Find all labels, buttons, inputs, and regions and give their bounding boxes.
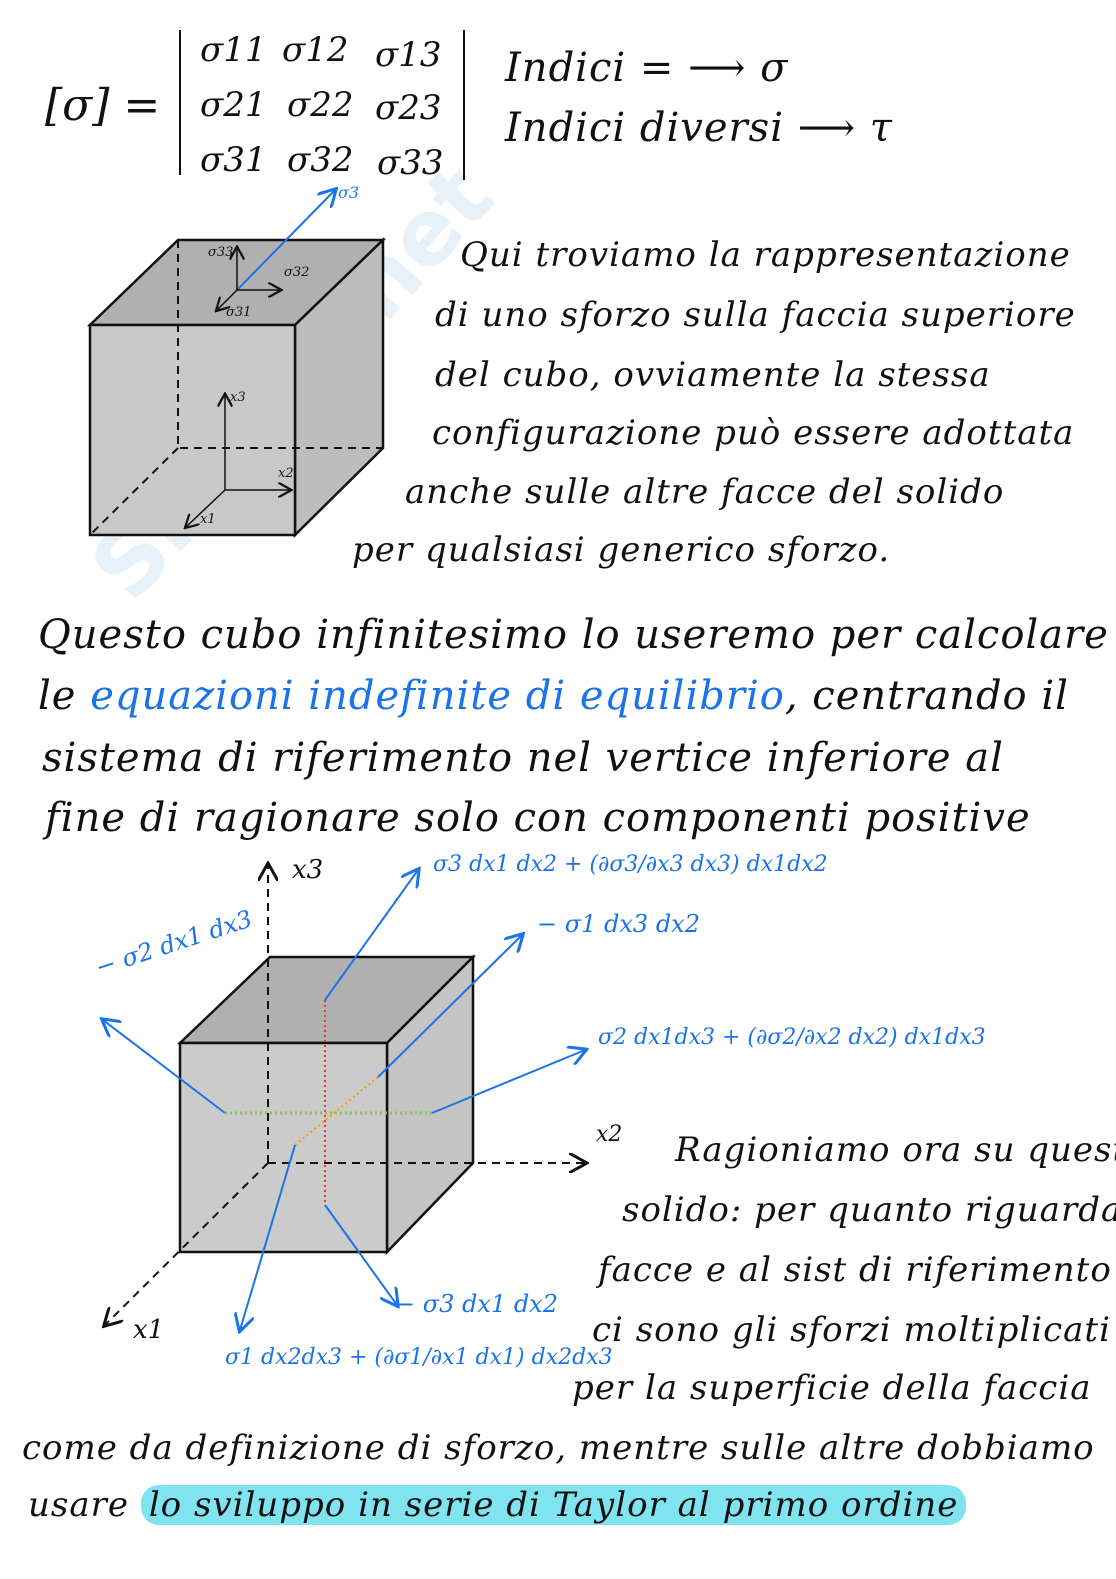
text-line: Ragioniamo ora su questo [675,1130,1116,1170]
sigma31-label: σ31 [226,305,252,320]
matrix-entry: σ32 [287,140,354,180]
sigma3-label: σ3 [338,183,360,202]
matrix-entry: σ31 [200,140,267,180]
text-line: per la superficie della faccia [572,1368,1092,1408]
force-back-label: − σ1 dx3 dx2 [537,910,700,938]
sigma32-label: σ32 [284,265,310,280]
force-right-label: σ2 dx1dx3 + (∂σ2/∂x2 dx2) dx1dx3 [598,1025,986,1050]
x2-label: x2 [278,466,294,481]
text-line: facce e al sist di riferimento [598,1250,1112,1290]
text-line: Qui troviamo la rappresentazione [460,235,1071,275]
x3-label: x3 [292,855,324,885]
matrix-entry: σ21 [200,85,267,125]
text-line: le equazioni indefinite di equilibrio, c… [38,673,1069,719]
matrix-entry: σ33 [377,143,444,183]
x1-label: x1 [200,512,216,527]
matrix-entry: σ13 [375,35,442,75]
text-line: anche sulle altre facce del solido [405,472,1005,512]
text-line: sistema di riferimento nel vertice infer… [42,735,1004,781]
text-line: ci sono gli sforzi moltiplicati [592,1310,1111,1350]
x1-label: x1 [133,1315,165,1345]
cube-2 [103,865,585,1330]
text: usare [28,1485,141,1525]
matrix-lhs: [σ] = [45,80,161,131]
force-top-label: σ3 dx1 dx2 + (∂σ3/∂x3 dx3) dx1dx2 [433,852,828,877]
text-line: per qualsiasi generico sforzo. [352,530,891,570]
text: , centrando il [784,673,1069,719]
x3-label: x3 [230,390,246,405]
force-bottom-label: − σ3 dx1 dx2 [395,1290,558,1318]
text-line: Questo cubo infinitesimo lo useremo per … [38,612,1109,658]
text-line: come da definizione di sforzo, mentre su… [22,1428,1095,1468]
text-line: configurazione può essere adottata [432,413,1075,453]
force-front-label: σ1 dx2dx3 + (∂σ1/∂x1 dx1) dx2dx3 [225,1345,613,1370]
highlighted-text: lo sviluppo in serie di Taylor al primo … [140,1485,967,1525]
x2-label: x2 [596,1122,623,1147]
legend-equal-indices: Indici = ⟶ σ [505,45,789,91]
highlight-term: equazioni indefinite di equilibrio [90,673,785,719]
legend-different-indices: Indici diversi ⟶ τ [505,105,893,151]
cube-1 [86,190,387,538]
text-line: del cubo, ovviamente la stessa [435,355,991,395]
text: le [38,673,91,719]
sigma33-label: σ33 [208,245,234,260]
matrix-entry: σ22 [287,85,354,125]
matrix-entry: σ11 [200,30,267,70]
matrix-entry: σ12 [282,30,349,70]
text-line: di uno sforzo sulla faccia superiore [435,295,1076,335]
text-line: solido: per quanto riguarda le [622,1190,1116,1230]
text-line: fine di ragionare solo con componenti po… [45,795,1031,841]
text-line: usare lo sviluppo in serie di Taylor al … [28,1485,967,1525]
matrix-entry: σ23 [375,88,442,128]
